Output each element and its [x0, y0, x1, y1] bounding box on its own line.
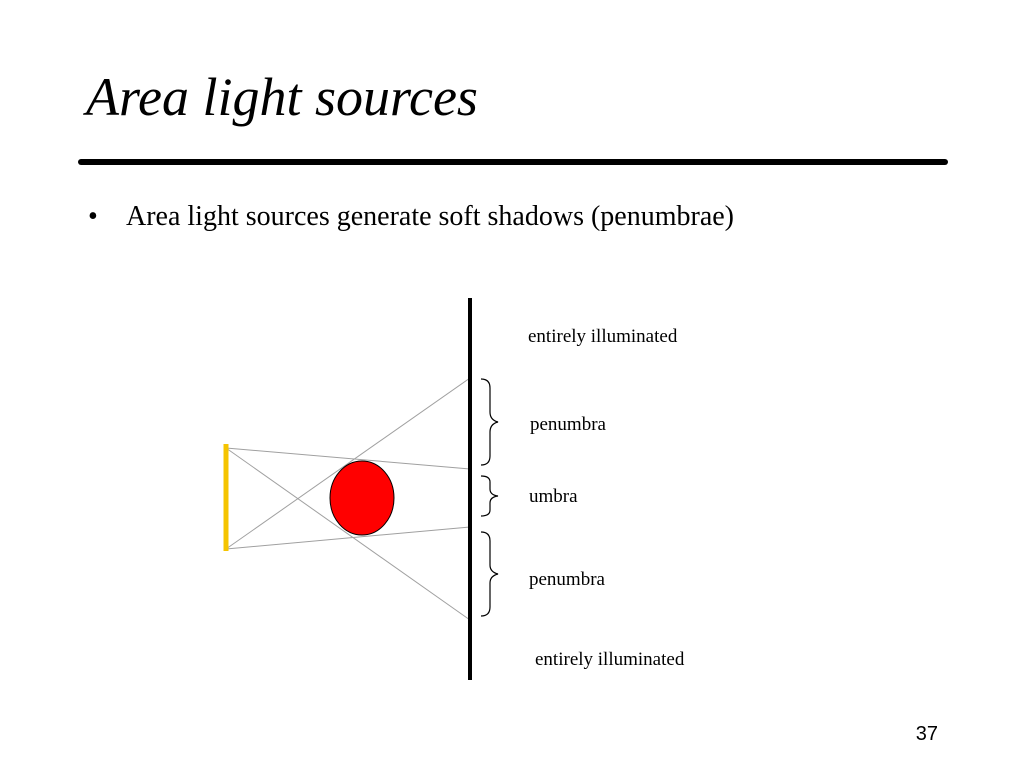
bullet-marker: • — [88, 201, 98, 232]
label-umbra: umbra — [529, 486, 578, 507]
occluder-sphere — [329, 460, 395, 536]
ray-bottom-to-top — [225, 377, 471, 550]
bullet-text: Area light sources generate soft shadows… — [126, 201, 735, 232]
ray-top-to-bottom — [225, 447, 471, 621]
bullet-item: • Area light sources generate soft shadow… — [88, 200, 734, 234]
label-upper-penumbra: penumbra — [530, 414, 607, 435]
label-bottom-entirely-illuminated: entirely illuminated — [535, 649, 685, 670]
region-braces — [480, 378, 499, 617]
umbra-brace — [480, 475, 499, 517]
ray-top-to-top — [225, 447, 471, 470]
title-divider — [78, 159, 948, 165]
page-number: 37 — [915, 723, 938, 745]
slide-title: Area light sources — [86, 67, 478, 127]
label-top-entirely-illuminated: entirely illuminated — [528, 326, 678, 347]
label-lower-penumbra: penumbra — [529, 569, 606, 590]
ray-bottom-to-bottom — [225, 526, 471, 550]
ray-lines — [225, 377, 471, 621]
upper-penumbra-brace — [480, 378, 499, 466]
lower-penumbra-brace — [480, 531, 499, 617]
